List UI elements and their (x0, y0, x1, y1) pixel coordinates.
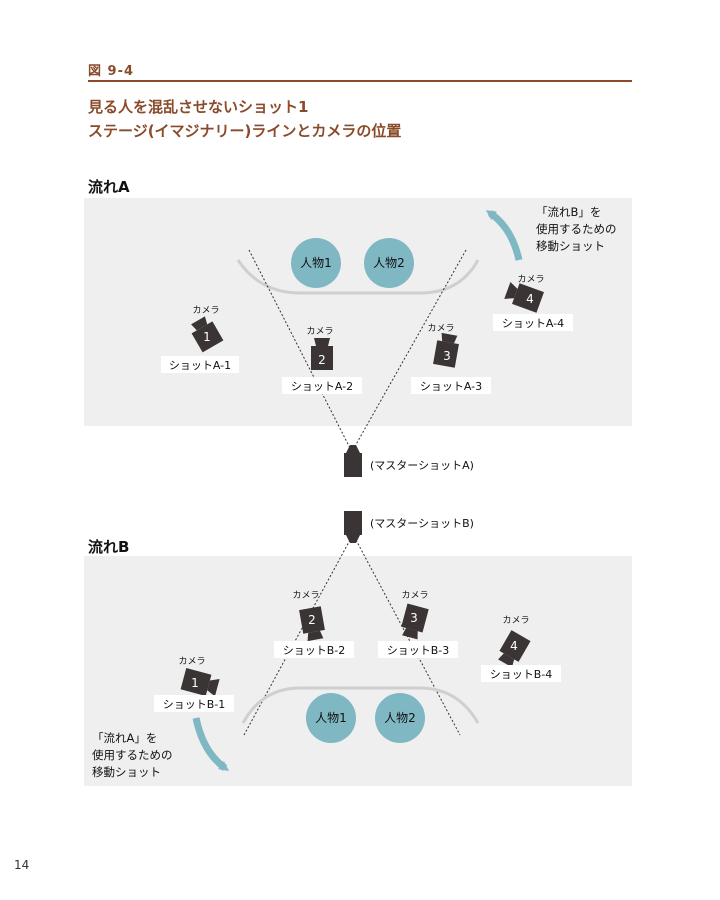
person-a-1 (291, 238, 341, 288)
master-label-b: (マスターショットB) (370, 517, 474, 530)
page-number: 14 (14, 858, 30, 872)
camera-b-1-num: 1 (191, 676, 199, 690)
camera-a-3-tag: カメラ (427, 323, 454, 334)
person-b-2-label: 人物2 (384, 711, 416, 725)
flow-b-note-line-1: 「流れA」を (92, 731, 158, 745)
camera-b-3-tag: カメラ (401, 590, 428, 601)
person-a-1-label: 人物1 (300, 256, 332, 270)
person-b-1-label: 人物1 (315, 711, 347, 725)
camera-b-1 (180, 668, 220, 697)
camera-b-4-num: 4 (510, 639, 518, 653)
camera-b-2-tag: カメラ (292, 590, 319, 601)
flow-a-note-line-3: 移動ショット (536, 239, 605, 253)
camera-b-3 (401, 603, 429, 640)
camera-b-4-tag: カメラ (502, 615, 529, 626)
flow-a-move-note: 「流れB」を 使用するための 移動ショット (536, 204, 617, 255)
camera-a-1 (191, 316, 224, 353)
flow-a-note-line-1: 「流れB」を (536, 205, 602, 219)
stage-line-a (236, 259, 480, 295)
flow-a-note-line-2: 使用するための (536, 222, 617, 236)
camera-a-2-tag: カメラ (306, 326, 333, 337)
shot-label-a-1: ショットA-1 (169, 359, 231, 372)
camera-a-1-num: 1 (203, 330, 211, 344)
person-a-2 (364, 238, 414, 288)
shot-label-b-3: ショットB-3 (387, 644, 450, 657)
camera-a-3-num: 3 (443, 349, 451, 363)
shot-label-a-3: ショットA-3 (420, 380, 482, 393)
sightline-b-right (355, 539, 461, 736)
move-arrow-b (192, 717, 230, 771)
shot-label-b-4: ショットB-4 (490, 668, 553, 681)
sightline-b-left (243, 539, 351, 736)
person-a-2-label: 人物2 (373, 256, 405, 270)
camera-a-4 (504, 282, 544, 313)
person-b-1 (306, 693, 356, 743)
title-line-1: 見る人を混乱させないショット1 (88, 98, 309, 116)
camera-a-4-num: 4 (526, 292, 534, 306)
title-rule (88, 80, 632, 82)
camera-a-1-tag: カメラ (192, 305, 219, 316)
camera-a-4-tag: カメラ (517, 274, 544, 285)
sightline-a-right (353, 249, 467, 449)
camera-b-1-tag: カメラ (178, 656, 205, 667)
camera-a-3 (433, 332, 459, 368)
master-camera-b (344, 511, 362, 535)
flow-b-note-line-3: 移動ショット (92, 765, 161, 779)
camera-a-2-num: 2 (318, 353, 326, 367)
master-camera-a (344, 453, 362, 477)
shot-label-a-4: ショットA-4 (502, 317, 564, 330)
camera-b-2 (299, 606, 325, 642)
flow-b-note-line-2: 使用するための (92, 748, 173, 762)
camera-b-4 (498, 630, 531, 668)
shot-label-b-2: ショットB-2 (283, 644, 346, 657)
flow-b-move-note: 「流れA」を 使用するための 移動ショット (92, 730, 173, 781)
camera-b-2-num: 2 (308, 613, 316, 627)
shot-label-b-1: ショットB-1 (163, 698, 226, 711)
sightline-a-left (248, 249, 351, 449)
camera-a-2 (311, 338, 333, 370)
figure-label: 図 9-4 (88, 64, 135, 79)
stage-line-b (241, 686, 480, 724)
flow-b-heading: 流れB (88, 538, 130, 556)
flow-a-heading: 流れA (88, 178, 130, 196)
camera-b-3-num: 3 (410, 611, 418, 625)
person-b-2 (375, 693, 425, 743)
shot-label-a-2: ショットA-2 (291, 380, 353, 393)
title-line-2: ステージ(イマジナリー)ラインとカメラの位置 (88, 122, 402, 140)
master-label-a: (マスターショットA) (370, 459, 474, 472)
move-arrow-a (485, 210, 523, 261)
